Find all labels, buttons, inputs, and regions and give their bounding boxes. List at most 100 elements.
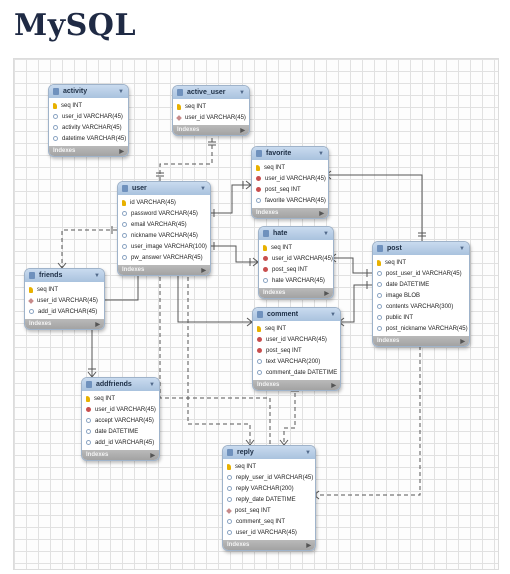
column-row[interactable]: user_id VARCHAR(45) [173, 112, 249, 123]
column-row[interactable]: seq INT [82, 393, 159, 404]
column-row[interactable]: post_seq INT [253, 345, 340, 356]
expand-arrow-icon[interactable]: ▶ [331, 382, 336, 389]
column-row[interactable]: seq INT [252, 162, 328, 173]
column-row[interactable]: post_seq INT [259, 264, 333, 275]
column-icon [263, 278, 268, 283]
chevron-down-icon[interactable]: ▼ [118, 88, 124, 95]
column-row[interactable]: comment_date DATETIME [253, 367, 340, 378]
column-row[interactable]: user_id VARCHAR(45) [49, 111, 128, 122]
chevron-down-icon[interactable]: ▼ [305, 449, 311, 456]
column-row[interactable]: post_user_id VARCHAR(45) [373, 268, 469, 279]
expand-arrow-icon[interactable]: ▶ [201, 267, 206, 274]
expand-arrow-icon[interactable]: ▶ [240, 127, 245, 134]
indexes-footer[interactable]: Indexes▶ [25, 319, 104, 329]
column-row[interactable]: seq INT [253, 323, 340, 334]
column-row[interactable]: seq INT [259, 242, 333, 253]
chevron-down-icon[interactable]: ▼ [200, 185, 206, 192]
table-header[interactable]: addfriends▼ [82, 378, 159, 391]
table-header[interactable]: active_user▼ [173, 86, 249, 99]
indexes-footer[interactable]: Indexes▶ [82, 450, 159, 460]
chevron-down-icon[interactable]: ▼ [318, 150, 324, 157]
column-row[interactable]: id VARCHAR(45) [118, 197, 210, 208]
indexes-footer[interactable]: Indexes▶ [373, 336, 469, 346]
table-header[interactable]: favorite▼ [252, 147, 328, 160]
column-row[interactable]: user_id VARCHAR(45) [223, 527, 315, 538]
expand-arrow-icon[interactable]: ▶ [95, 321, 100, 328]
column-row[interactable]: datetime VARCHAR(45) [49, 133, 128, 144]
column-row[interactable]: date DATETIME [373, 279, 469, 290]
column-row[interactable]: contents VARCHAR(300) [373, 301, 469, 312]
table-header[interactable]: user▼ [118, 182, 210, 195]
indexes-footer[interactable]: Indexes▶ [253, 380, 340, 390]
column-row[interactable]: pw_answer VARCHAR(45) [118, 252, 210, 263]
table-header[interactable]: comment▼ [253, 308, 340, 321]
indexes-footer[interactable]: Indexes▶ [252, 208, 328, 218]
rel-user-reply [187, 263, 251, 445]
table-header[interactable]: reply▼ [223, 446, 315, 459]
column-row[interactable]: user_id VARCHAR(45) [259, 253, 333, 264]
chevron-down-icon[interactable]: ▼ [330, 311, 336, 318]
rel-user-hate [209, 245, 258, 263]
column-row[interactable]: email VARCHAR(45) [118, 219, 210, 230]
indexes-footer[interactable]: Indexes▶ [49, 146, 128, 156]
column-row[interactable]: post_seq INT [223, 505, 315, 516]
chevron-down-icon[interactable]: ▼ [459, 245, 465, 252]
column-row[interactable]: activity VARCHAR(45) [49, 122, 128, 133]
column-row[interactable]: nickname VARCHAR(45) [118, 230, 210, 241]
table-user[interactable]: user▼ id VARCHAR(45)password VARCHAR(45)e… [117, 181, 211, 276]
indexes-footer[interactable]: Indexes▶ [259, 288, 333, 298]
expand-arrow-icon[interactable]: ▶ [306, 542, 311, 549]
column-row[interactable]: reply_date DATETIME [223, 494, 315, 505]
column-row[interactable]: seq INT [373, 257, 469, 268]
column-row[interactable]: user_image VARCHAR(100) [118, 241, 210, 252]
column-row[interactable]: comment_seq INT [223, 516, 315, 527]
column-row[interactable]: date DATETIME [82, 426, 159, 437]
column-row[interactable]: user_id VARCHAR(45) [253, 334, 340, 345]
chevron-down-icon[interactable]: ▼ [323, 230, 329, 237]
column-row[interactable]: seq INT [223, 461, 315, 472]
column-row[interactable]: add_id VARCHAR(45) [25, 306, 104, 317]
expand-arrow-icon[interactable]: ▶ [460, 338, 465, 345]
column-row[interactable]: public INT [373, 312, 469, 323]
column-row[interactable]: text VARCHAR(200) [253, 356, 340, 367]
column-row[interactable]: password VARCHAR(45) [118, 208, 210, 219]
column-row[interactable]: favorite VARCHAR(45) [252, 195, 328, 206]
column-row[interactable]: post_seq INT [252, 184, 328, 195]
expand-arrow-icon[interactable]: ▶ [150, 452, 155, 459]
indexes-footer[interactable]: Indexes▶ [173, 125, 249, 135]
column-row[interactable]: user_id VARCHAR(45) [252, 173, 328, 184]
expand-arrow-icon[interactable]: ▶ [324, 290, 329, 297]
column-row[interactable]: reply_user_id VARCHAR(45) [223, 472, 315, 483]
table-header[interactable]: activity▼ [49, 85, 128, 98]
column-row[interactable]: add_id VARCHAR(45) [82, 437, 159, 448]
table-header[interactable]: post▼ [373, 242, 469, 255]
column-row[interactable]: image BLOB [373, 290, 469, 301]
indexes-footer[interactable]: Indexes▶ [118, 265, 210, 275]
column-row[interactable]: hate VARCHAR(45) [259, 275, 333, 286]
table-header[interactable]: hate▼ [259, 227, 333, 240]
chevron-down-icon[interactable]: ▼ [94, 272, 100, 279]
chevron-down-icon[interactable]: ▼ [149, 381, 155, 388]
column-row[interactable]: user_id VARCHAR(45) [82, 404, 159, 415]
expand-arrow-icon[interactable]: ▶ [319, 210, 324, 217]
column-row[interactable]: reply VARCHAR(200) [223, 483, 315, 494]
column-row[interactable]: user_id VARCHAR(45) [25, 295, 104, 306]
column-row[interactable]: post_nickname VARCHAR(45) [373, 323, 469, 334]
column-row[interactable]: accept VARCHAR(45) [82, 415, 159, 426]
expand-arrow-icon[interactable]: ▶ [119, 148, 124, 155]
column-row[interactable]: seq INT [49, 100, 128, 111]
column-row[interactable]: seq INT [25, 284, 104, 295]
chevron-down-icon[interactable]: ▼ [239, 89, 245, 96]
table-header[interactable]: friends▼ [25, 269, 104, 282]
indexes-footer[interactable]: Indexes▶ [223, 540, 315, 550]
column-row[interactable]: seq INT [173, 101, 249, 112]
